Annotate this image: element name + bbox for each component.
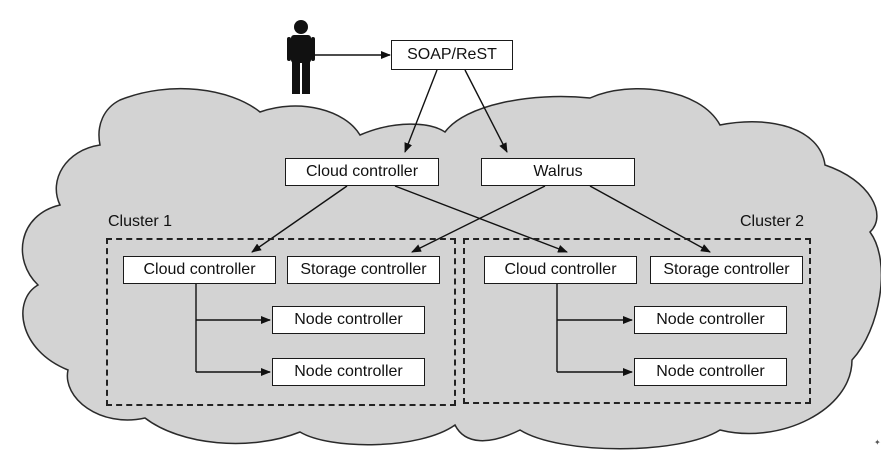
cluster1-cloud-controller-box: Cloud controller: [123, 256, 276, 284]
cluster1-label: Cluster 1: [108, 213, 173, 230]
corner-mark: ✦: [874, 438, 881, 447]
cluster2-cloud-controller-box: Cloud controller: [484, 256, 637, 284]
cluster2-label: Cluster 2: [740, 213, 805, 230]
person-silhouette-icon: [287, 20, 315, 94]
cluster2-storage-controller-box: Storage controller: [650, 256, 803, 284]
cluster1-storage-controller-box: Storage controller: [287, 256, 440, 284]
arrow-api-to-cloud-controller: [404, 69, 438, 153]
arrow-walrus-to-cluster1-sc: [411, 185, 546, 253]
api-box: SOAP/ReST: [391, 40, 513, 70]
arrow-api-to-walrus: [464, 69, 508, 153]
cluster1-node-controller-2-box: Node controller: [272, 358, 425, 386]
arrow-cc-to-cluster2-cc: [394, 185, 568, 253]
arrow-cc-to-cluster1-cc: [251, 185, 348, 253]
walrus-box: Walrus: [481, 158, 635, 186]
cluster2-region: [463, 238, 811, 404]
cluster2-node-controller-2-box: Node controller: [634, 358, 787, 386]
cluster1-region: [106, 238, 456, 406]
cluster1-node-controller-1-box: Node controller: [272, 306, 425, 334]
arrow-walrus-to-cluster2-sc: [589, 185, 711, 253]
cloud-controller-box: Cloud controller: [285, 158, 439, 186]
cluster2-node-controller-1-box: Node controller: [634, 306, 787, 334]
